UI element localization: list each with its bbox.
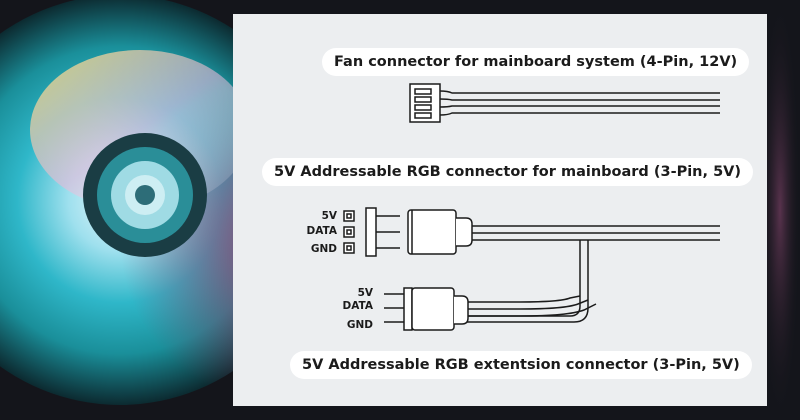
argb-extension-connector — [384, 287, 597, 331]
argb-ext-pin-gnd: GND — [347, 319, 373, 331]
argb-main-pin-5v: 5V — [322, 210, 338, 222]
argb-ext-pin-data: DATA — [342, 300, 373, 312]
argb-mainboard-connector — [407, 209, 720, 255]
argb-main-pin-data: DATA — [306, 225, 337, 237]
argb-ext-pin-5v: 5V — [358, 287, 374, 299]
argb-mainboard-header — [343, 207, 400, 257]
argb-main-pin-gnd: GND — [311, 243, 337, 255]
fan-4pin-connector — [409, 83, 720, 123]
argb-ext-connector-title: 5V Addressable RGB extentsion connector … — [290, 351, 752, 379]
connector-panel — [233, 14, 767, 406]
argb-main-connector-title: 5V Addressable RGB connector for mainboa… — [262, 158, 754, 186]
fan-connector-title: Fan connector for mainboard system (4-Pi… — [322, 48, 750, 76]
argb-branch-cable — [462, 240, 589, 323]
